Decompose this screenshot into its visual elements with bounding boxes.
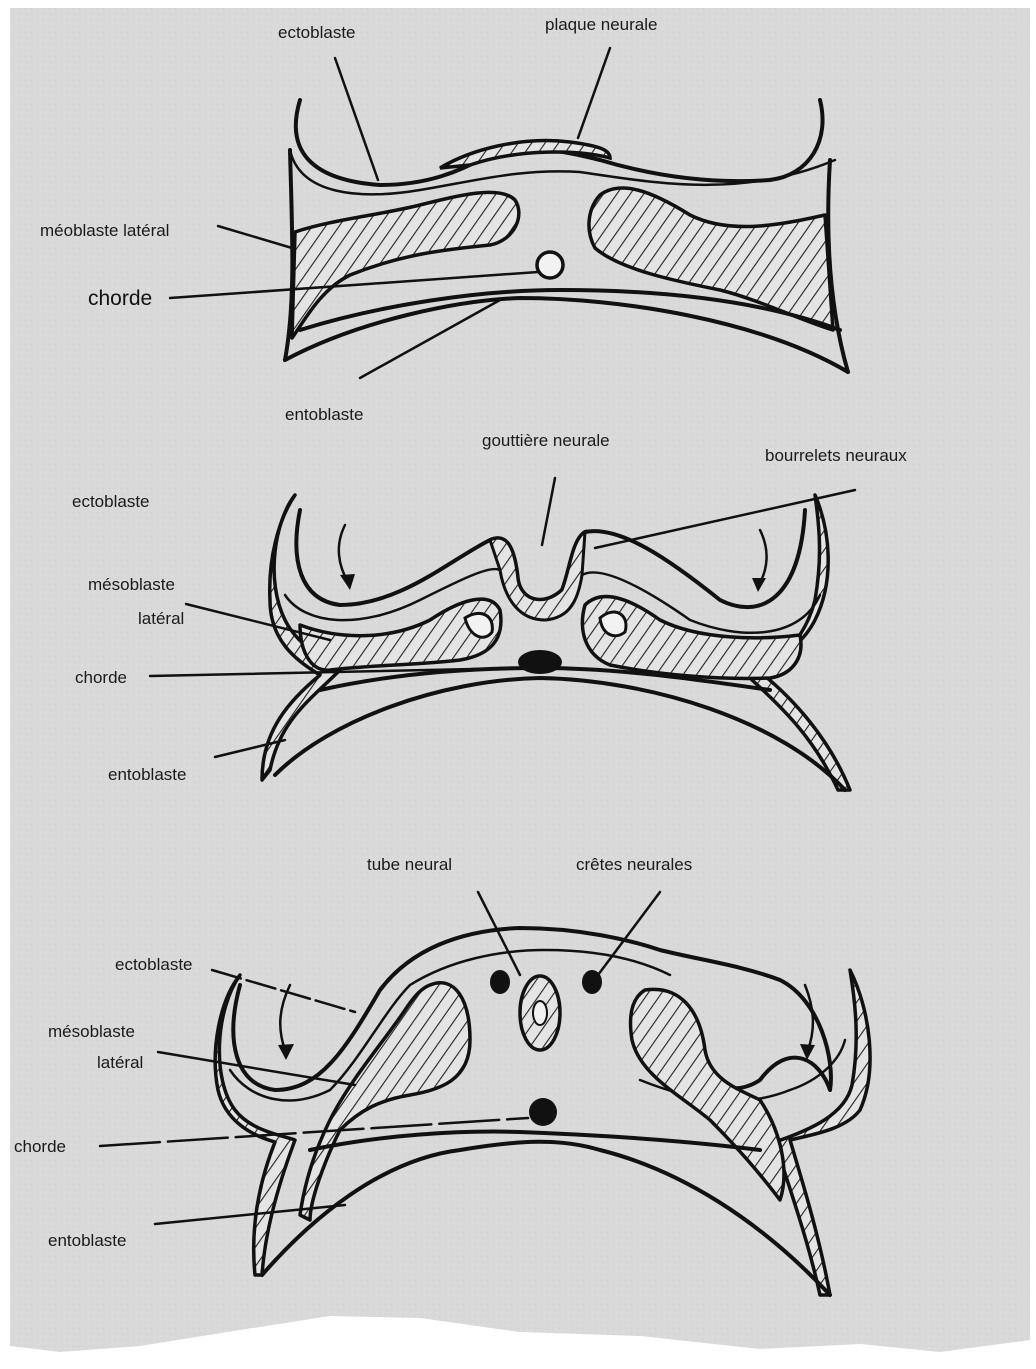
top-label-ectoblaste: ectoblaste bbox=[278, 23, 356, 42]
top-label-entoblaste: entoblaste bbox=[285, 405, 363, 424]
bot-notochord bbox=[529, 1098, 557, 1126]
mid-label-mesoblaste: mésoblaste bbox=[88, 575, 175, 594]
mid-label-lateral: latéral bbox=[138, 609, 184, 628]
mid-label-chorde: chorde bbox=[75, 668, 127, 687]
mid-label-gouttiere: gouttière neurale bbox=[482, 431, 610, 450]
top-notochord bbox=[537, 252, 563, 278]
top-label-chorde: chorde bbox=[88, 287, 152, 310]
bot-label-lateral: latéral bbox=[97, 1053, 143, 1072]
mid-label-ectoblaste: ectoblaste bbox=[72, 492, 150, 511]
mid-notochord bbox=[518, 650, 562, 674]
bot-neural-crest-left bbox=[490, 970, 510, 994]
top-label-mesoblaste: méoblaste latéral bbox=[40, 221, 169, 240]
bot-label-chorde: chorde bbox=[14, 1137, 66, 1156]
bot-label-cretes: crêtes neurales bbox=[576, 855, 692, 874]
bot-label-entoblaste: entoblaste bbox=[48, 1231, 126, 1250]
bot-label-mesoblaste: mésoblaste bbox=[48, 1022, 135, 1041]
bot-label-tube-neural: tube neural bbox=[367, 855, 452, 874]
bot-neural-canal bbox=[533, 1001, 547, 1025]
bot-label-ectoblaste: ectoblaste bbox=[115, 955, 193, 974]
mid-label-bourrelets: bourrelets neuraux bbox=[765, 446, 907, 465]
mid-label-entoblaste: entoblaste bbox=[108, 765, 186, 784]
top-label-plaque-neurale: plaque neurale bbox=[545, 15, 657, 34]
